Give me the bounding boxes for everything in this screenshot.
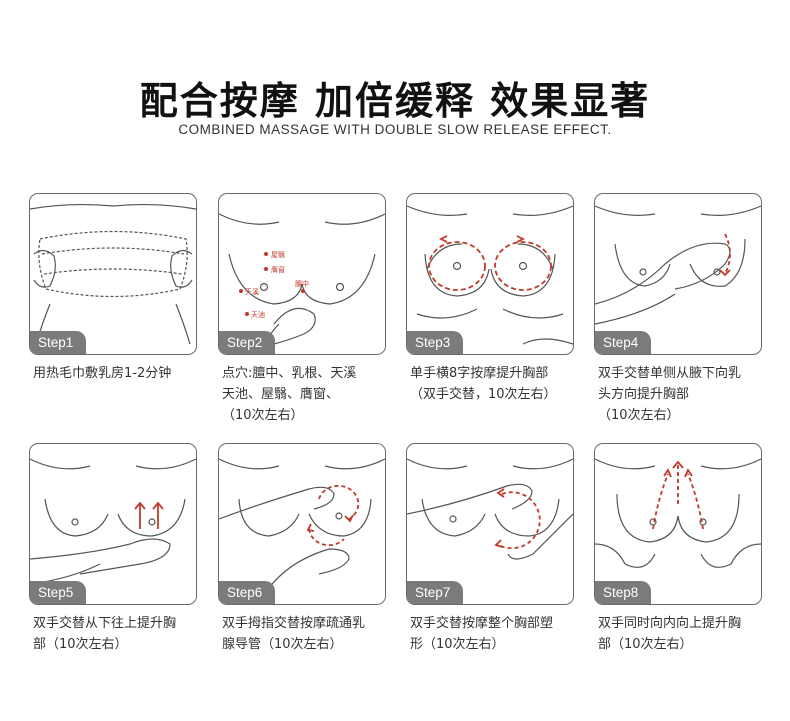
step-7-line-1: 双手交替按摩整个胸部塑: [410, 616, 554, 631]
step-7-card: Step7 双手交替按摩整个胸部塑 形（10次左右）: [406, 443, 574, 655]
step-5-badge: Step5: [30, 581, 86, 604]
point-label-tianxi: 天溪: [245, 287, 259, 296]
step-6-description: 双手拇指交替按摩疏通乳 腺导管（10次左右）: [218, 613, 386, 655]
step-8-line-2: 部（10次左右）: [598, 637, 693, 652]
step-8-line-1: 双手同时向内向上提升胸: [598, 616, 742, 631]
page-title: 配合按摩 加倍缓释 效果显著: [139, 79, 651, 123]
step-1-card: Step1 用热毛巾敷乳房1-2分钟: [29, 193, 197, 384]
step-1-badge: Step1: [30, 331, 86, 354]
step-8-badge: Step8: [595, 581, 651, 604]
step-8-description: 双手同时向内向上提升胸 部（10次左右）: [594, 613, 762, 655]
step-5-illustration: Step5: [29, 443, 197, 605]
step-2-card: 屋翳 膺窗 天溪 膻中 天池 Step2 点穴:膻中、乳根、天溪 天池、屋翳、膺…: [218, 193, 386, 426]
step-5-line-2: 部（10次左右）: [33, 637, 128, 652]
step-7-badge: Step7: [407, 581, 463, 604]
step-3-line-2: （双手交替，10次左右）: [410, 387, 557, 402]
step-2-line-2: 天池、屋翳、膺窗、: [222, 387, 340, 402]
step-6-illustration: Step6: [218, 443, 386, 605]
step-8-illustration: Step8: [594, 443, 762, 605]
step-2-description: 点穴:膻中、乳根、天溪 天池、屋翳、膺窗、 （10次左右）: [218, 363, 386, 426]
step-3-card: Step3 单手横8字按摩提升胸部 （双手交替，10次左右）: [406, 193, 574, 405]
step-5-description: 双手交替从下往上提升胸 部（10次左右）: [29, 613, 197, 655]
step-4-line-3: （10次左右）: [598, 408, 680, 423]
step-5-line-1: 双手交替从下往上提升胸: [33, 616, 177, 631]
page-subtitle: COMBINED MASSAGE WITH DOUBLE SLOW RELEAS…: [178, 122, 612, 137]
step-6-card: Step6 双手拇指交替按摩疏通乳 腺导管（10次左右）: [218, 443, 386, 655]
step-3-illustration: Step3: [406, 193, 574, 355]
step-3-description: 单手横8字按摩提升胸部 （双手交替，10次左右）: [406, 363, 574, 405]
step-5-card: Step5 双手交替从下往上提升胸 部（10次左右）: [29, 443, 197, 655]
step-2-illustration: 屋翳 膺窗 天溪 膻中 天池 Step2: [218, 193, 386, 355]
step-4-line-2: 头方向提升胸部: [598, 387, 690, 402]
point-label-wuyi: 屋翳: [271, 251, 285, 259]
step-1-illustration: Step1: [29, 193, 197, 355]
point-label-yingchuang: 膺窗: [271, 265, 285, 274]
step-6-line-1: 双手拇指交替按摩疏通乳: [222, 616, 366, 631]
step-6-line-2: 腺导管（10次左右）: [222, 637, 343, 652]
step-4-badge: Step4: [595, 331, 651, 354]
step-7-illustration: Step7: [406, 443, 574, 605]
step-7-line-2: 形（10次左右）: [410, 637, 505, 652]
step-4-card: Step4 双手交替单侧从腋下向乳 头方向提升胸部 （10次左右）: [594, 193, 762, 426]
step-2-line-3: （10次左右）: [222, 408, 304, 423]
step-1-description: 用热毛巾敷乳房1-2分钟: [29, 363, 197, 384]
point-label-danzhong: 膻中: [295, 279, 309, 288]
step-8-card: Step8 双手同时向内向上提升胸 部（10次左右）: [594, 443, 762, 655]
step-4-line-1: 双手交替单侧从腋下向乳: [598, 366, 742, 381]
step-4-description: 双手交替单侧从腋下向乳 头方向提升胸部 （10次左右）: [594, 363, 762, 426]
step-2-badge: Step2: [219, 331, 275, 354]
step-7-description: 双手交替按摩整个胸部塑 形（10次左右）: [406, 613, 574, 655]
step-1-line-1: 用热毛巾敷乳房1-2分钟: [33, 366, 172, 381]
point-label-tianchi: 天池: [251, 310, 265, 319]
step-6-badge: Step6: [219, 581, 275, 604]
step-2-line-1: 点穴:膻中、乳根、天溪: [222, 366, 357, 381]
step-4-illustration: Step4: [594, 193, 762, 355]
step-3-line-1: 单手横8字按摩提升胸部: [410, 366, 549, 381]
step-3-badge: Step3: [407, 331, 463, 354]
